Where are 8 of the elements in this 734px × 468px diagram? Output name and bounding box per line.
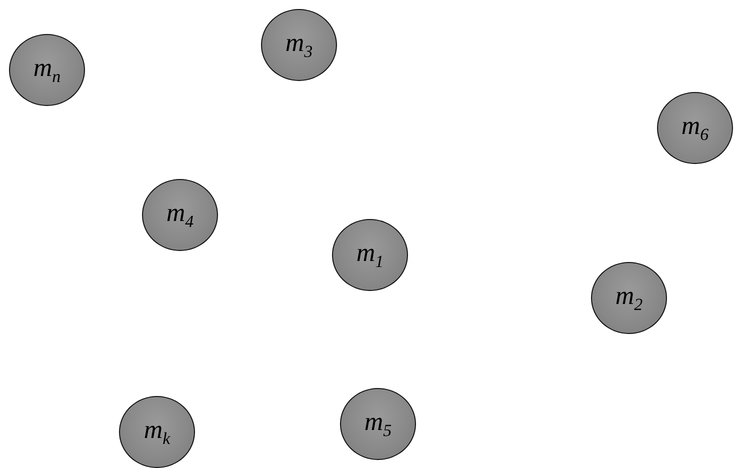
mass-label: m$_{2}$ <box>615 280 643 316</box>
mass-label: m$_{6}$ <box>681 110 709 146</box>
mass-label: m$_{n}$ <box>33 52 61 88</box>
mass-label: m$_{1}$ <box>356 238 384 272</box>
mass-label: m$_{4}$ <box>166 198 194 232</box>
mass-label: m$_{k}$ <box>144 414 170 450</box>
mass-label: m$_{5}$ <box>364 406 392 442</box>
mass-label: m$_{3}$ <box>285 28 313 62</box>
